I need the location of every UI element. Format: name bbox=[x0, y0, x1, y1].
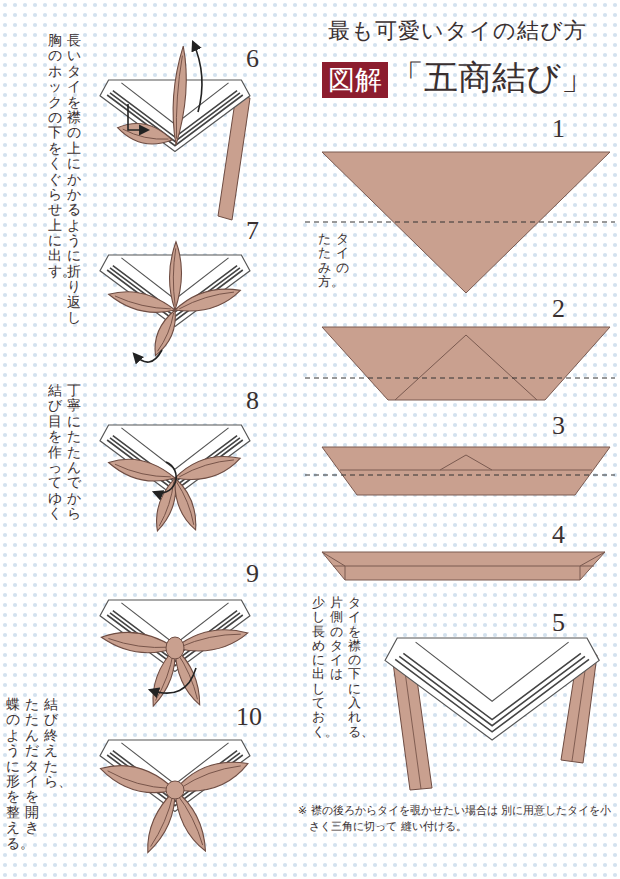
instruction-text: 結び終えたら、 たたんだタイを開き 蝶のように形を整える。 bbox=[6, 697, 58, 851]
step-7-collar bbox=[100, 242, 250, 362]
step-number: 6 bbox=[246, 44, 259, 74]
instruction-text: タイを襟の下に入れる、 片側のタイは 少し長めに出しておく。 bbox=[312, 596, 361, 739]
step-number: 4 bbox=[552, 520, 565, 550]
step-number: 1 bbox=[552, 114, 565, 144]
text-column: 丁寧にたたんでから bbox=[67, 383, 81, 522]
step-number: 2 bbox=[552, 294, 565, 324]
text-column: タイを襟の下に入れる、 bbox=[348, 596, 361, 739]
step-number: 8 bbox=[246, 386, 259, 416]
fold-step-3 bbox=[305, 447, 615, 495]
step-5-collar bbox=[385, 638, 599, 790]
step-10-collar bbox=[97, 740, 251, 855]
text-column: 長いタイを襟の上にかかるように折り返し bbox=[67, 33, 81, 325]
text-column: たたんだタイを開き bbox=[25, 697, 39, 836]
text-column: 胸のホックの下をくぐらせ上に出す。 bbox=[48, 33, 62, 279]
fold-step-4 bbox=[322, 552, 605, 580]
text-column: 蝶のように形を整える。 bbox=[6, 697, 20, 851]
diagram-name: 「五商結び」 bbox=[390, 55, 595, 101]
step-number: 5 bbox=[552, 608, 565, 638]
page-title: 最も可愛いタイの結び方 bbox=[328, 16, 587, 46]
fold-step-2 bbox=[305, 327, 615, 400]
step-number: 9 bbox=[246, 559, 259, 589]
text-column: 片側のタイは bbox=[330, 596, 343, 682]
step-number: 3 bbox=[552, 411, 565, 441]
instruction-text: タイの たたみ方。 bbox=[318, 232, 349, 289]
instruction-text: 丁寧にたたんでから 結び目を作ってゆく bbox=[48, 383, 81, 522]
text-column: たたみ方。 bbox=[318, 232, 331, 289]
fold-step-1 bbox=[305, 152, 615, 293]
footnote: ※ 襟の後ろからタイを覗かせたい場合は 別に用意したタイを小さく三角に切って 縫… bbox=[298, 803, 614, 836]
instruction-text: 長いタイを襟の上にかかるように折り返し 胸のホックの下をくぐらせ上に出す。 bbox=[48, 33, 81, 325]
title-box: 図解 bbox=[322, 62, 388, 98]
text-column: タイの bbox=[336, 232, 349, 275]
step-8-collar bbox=[100, 425, 250, 533]
box-text: 図解 bbox=[328, 64, 382, 96]
text-column: 結び終えたら、 bbox=[44, 697, 58, 789]
text-column: 結び目を作ってゆく bbox=[48, 383, 62, 522]
step-6-collar bbox=[100, 42, 250, 220]
step-number: 7 bbox=[246, 216, 259, 246]
step-number: 10 bbox=[236, 702, 262, 732]
step-9-collar bbox=[100, 600, 250, 708]
text-column: 少し長めに出しておく。 bbox=[312, 596, 325, 739]
